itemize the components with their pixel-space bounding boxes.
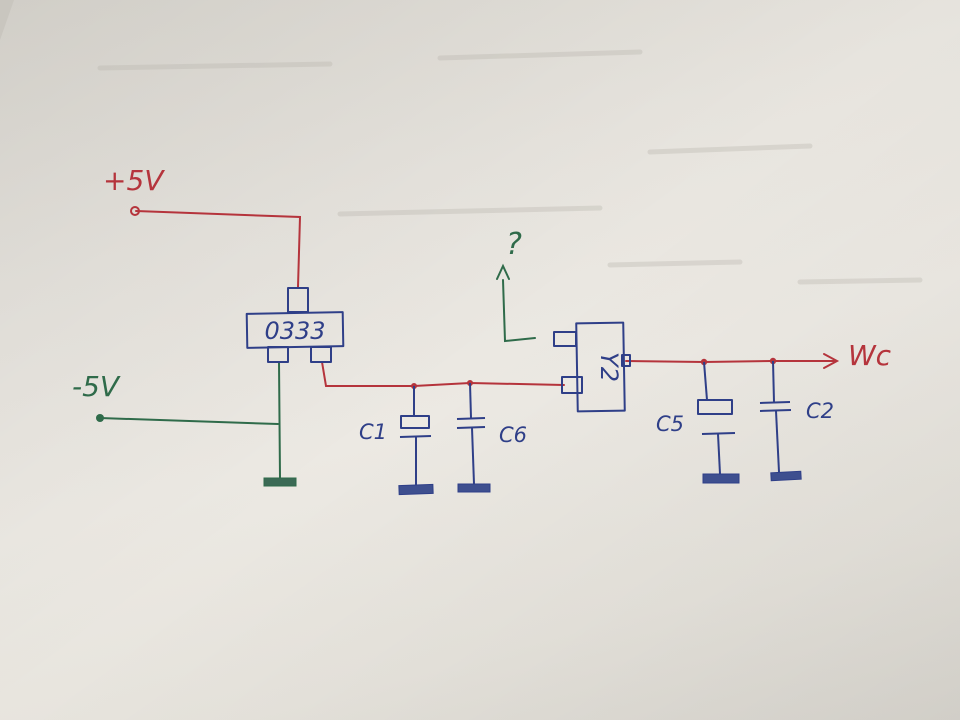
c1-label: C1: [359, 420, 387, 444]
c2-plate-top: [759, 401, 791, 404]
c5-plate: [697, 399, 733, 415]
regulator-left-pin: [267, 346, 289, 363]
c6-label: C6: [499, 423, 527, 447]
c2-lead-bottom: [775, 410, 780, 473]
question-arrowhead: [496, 263, 510, 280]
crystal-label: Y2: [595, 352, 623, 382]
c6-lead-bottom: [471, 427, 475, 485]
ground-c5: [702, 473, 740, 484]
c5-lower-plate: [701, 432, 736, 435]
c5-label: C5: [656, 412, 684, 436]
regulator-body: [245, 311, 345, 349]
wire-question-lead: [502, 279, 536, 343]
ground-symbol-regulator: [263, 477, 297, 487]
label-plus5v: +5V: [103, 164, 165, 197]
minus5v-terminal: [96, 414, 104, 422]
crystal-pin-1: [553, 331, 577, 347]
c6-plate-bottom: [456, 426, 486, 429]
show-through-marks: [97, 49, 923, 285]
blue-ink: [245, 287, 792, 485]
ground-c2: [770, 470, 802, 482]
c2-label: C2: [806, 399, 834, 423]
ground-c6: [457, 483, 491, 493]
c1-plate: [400, 415, 430, 429]
ground-symbols: [398, 470, 802, 496]
wire-plus5v-to-regulator: [135, 210, 302, 288]
paper-corner: [0, 0, 14, 40]
output-arrowhead: [823, 353, 840, 369]
wire-crystal-out: [625, 360, 835, 364]
crystal-pin-3: [621, 354, 631, 367]
regulator-top-pin: [287, 287, 309, 313]
c2-lead-top: [772, 360, 775, 403]
plus5v-terminal: [130, 206, 140, 216]
green-wires: [99, 263, 536, 479]
c1-lower-plate: [399, 435, 432, 438]
regulator-label: 0333: [264, 317, 325, 345]
crystal-pin-2: [561, 376, 583, 394]
wire-regulator-ground: [278, 361, 281, 479]
output-label: Wc: [848, 339, 892, 372]
label-minus5v: -5V: [72, 370, 121, 403]
c5-lead-top: [703, 361, 708, 401]
wire-minus5v: [99, 417, 279, 425]
c6-plate-top: [456, 417, 486, 420]
c5-lead-bottom: [717, 433, 721, 475]
c6-lead-top: [469, 382, 472, 419]
question-mark-label: ?: [506, 227, 522, 262]
regulator-right-pin: [310, 346, 332, 363]
c2-plate-bottom: [759, 409, 792, 412]
ground-c1: [398, 483, 434, 496]
